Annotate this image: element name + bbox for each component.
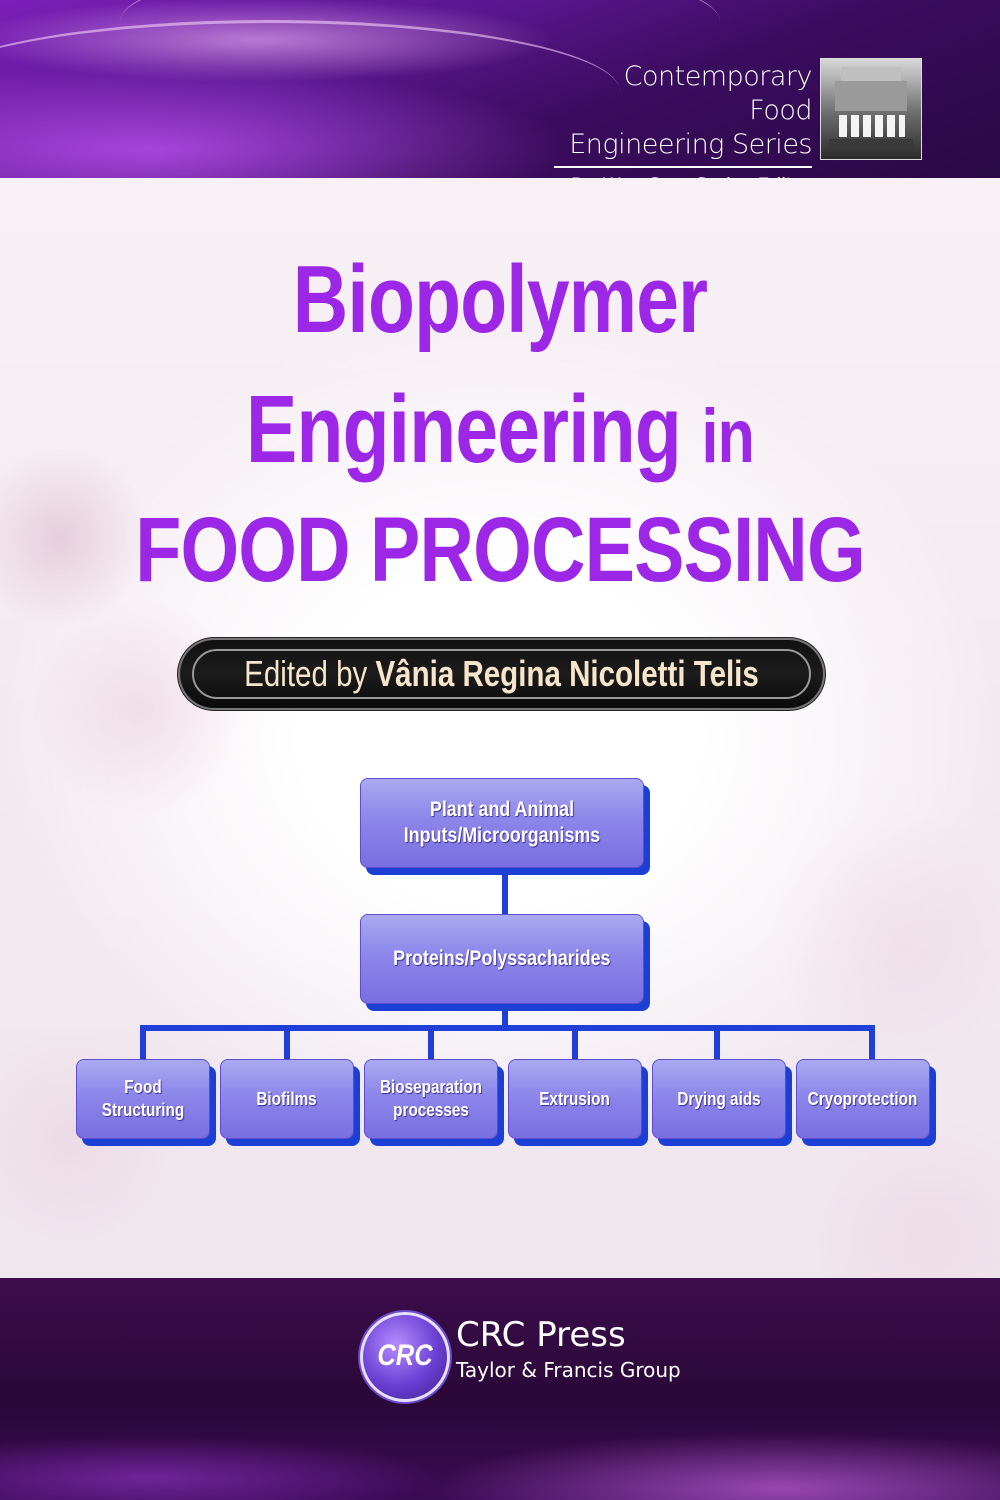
machine-photo [820,58,922,160]
connector-drop [284,1025,290,1061]
connector-middle-to-bus [502,1004,508,1028]
node-leaf-bioseparation: Bioseparation processes [364,1059,504,1146]
node-root-label: Plant and Animal Inputs/Microorganisms [403,798,601,847]
node-leaf-label-box: Bioseparation processes [364,1059,498,1139]
connector-root-to-middle [502,868,508,916]
node-leaf-drying-aids: Drying aids [652,1059,792,1146]
node-leaf-label: Biofilms [256,1088,318,1109]
node-root: Plant and Animal Inputs/Microorganisms [360,778,650,875]
node-leaf-food-structuring: Food Structuring [76,1059,216,1146]
node-leaf-label: Cryoprotection [808,1088,918,1109]
connector-drop [140,1025,146,1061]
editor-name: Vânia Regina Nicoletti Telis [375,653,759,694]
title-word-in: in [701,394,755,479]
crc-logo: CRC [360,1312,450,1402]
series-block: Contemporary Food Engineering Series Da-… [554,60,813,197]
node-leaf-extrusion: Extrusion [508,1059,648,1146]
editor-credit: Edited by Vânia Regina Nicoletti Telis [238,652,765,696]
title-line-1: Biopolymer [292,246,708,353]
node-leaf-label: Bioseparation processes [379,1077,483,1120]
title-line-3: FOOD PROCESSING [135,499,865,601]
connector-bus [140,1025,875,1031]
publisher-group: Taylor & Francis Group [456,1358,681,1382]
node-leaf-label-box: Extrusion [508,1059,642,1139]
node-middle: Proteins/Polyssacharides [360,914,650,1011]
connector-drop [572,1025,578,1061]
connector-drop [869,1025,875,1061]
editor-prefix: Edited by [244,653,368,694]
crc-logo-text: CRC [377,1339,433,1372]
bottom-band [0,1278,1000,1500]
node-leaf-label-box: Cryoprotection [796,1059,930,1139]
node-leaf-biofilms: Biofilms [220,1059,360,1146]
node-leaf-cryoprotection: Cryoprotection [796,1059,936,1146]
title-word-engineering: Engineering [246,376,682,483]
editor-banner-inner-border [192,649,811,699]
series-title-line2: Engineering Series [569,129,812,160]
node-root-label-box: Plant and Animal Inputs/Microorganisms [360,778,644,868]
editor-banner: Edited by Vânia Regina Nicoletti Telis [180,640,823,708]
node-middle-label-box: Proteins/Polyssacharides [360,914,644,1004]
node-leaf-label: Food Structuring [101,1077,185,1120]
series-title-line1: Contemporary Food [623,61,813,126]
node-leaf-label: Drying aids [677,1088,761,1109]
connector-drop [714,1025,720,1061]
node-leaf-label-box: Drying aids [652,1059,786,1139]
machine-photo-illustration [829,67,913,149]
series-divider [554,166,812,168]
node-middle-label: Proteins/Polyssacharides [393,947,611,970]
title-line-2: Engineering in [100,375,900,492]
node-leaf-label-box: Food Structuring [76,1059,210,1139]
connector-drop [428,1025,434,1061]
node-leaf-label: Extrusion [539,1088,611,1109]
node-leaf-label-box: Biofilms [220,1059,354,1139]
publisher-name: CRC Press [456,1315,626,1355]
